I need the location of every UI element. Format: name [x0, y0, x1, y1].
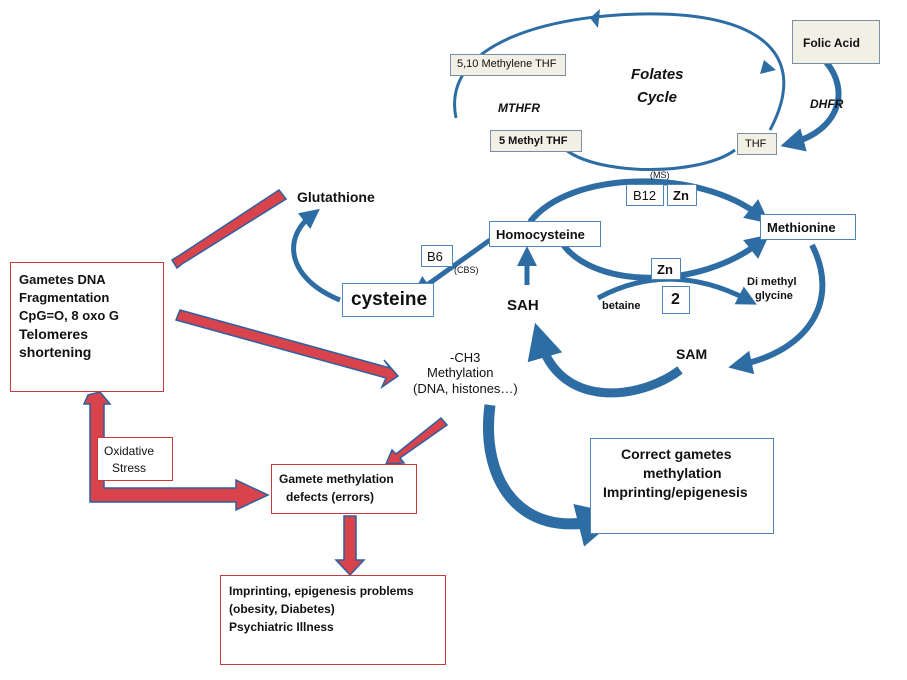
sah-label: SAH: [507, 297, 539, 314]
gametes-dna-line-1: Gametes DNA: [19, 272, 106, 287]
gametes-dna-line-2: Fragmentation: [19, 290, 110, 305]
methionine-to-sam-arrow: [728, 243, 826, 375]
dimethyl-glycine-label-1: Di methyl: [747, 276, 797, 288]
imprinting-line-1: Imprinting, epigenesis problems: [229, 584, 414, 598]
methyl-thf-box: 5 Methyl THF: [490, 130, 582, 152]
homocysteine-label: Homocysteine: [496, 227, 585, 242]
zn-top-label: Zn: [673, 188, 689, 203]
glutathione-label: Glutathione: [297, 189, 375, 205]
methylation-line-1: -CH3: [450, 350, 481, 365]
correct-gametes-line-3: Imprinting/epigenesis: [603, 484, 748, 500]
methylation-to-defects-red-arrow: [384, 416, 449, 465]
methylation-to-correct-gametes-arrow: [483, 404, 622, 547]
methionine-box: Methionine: [760, 214, 856, 240]
cysteine-to-glutathione-arrow: [291, 208, 341, 303]
methylation-line-2: Methylation: [427, 365, 494, 380]
methylene-thf-box: 5,10 Methylene THF: [450, 54, 566, 76]
dhfr-arrow: [780, 60, 842, 152]
imprinting-line-3: Psychiatric Illness: [229, 620, 334, 634]
sam-to-sah-arrow: [527, 322, 683, 398]
dimethyl-glycine-label-2: glycine: [755, 290, 793, 302]
methylation-line-3: (DNA, histones…): [413, 381, 518, 396]
glutathione-to-gametes-red-arrow: [170, 188, 288, 270]
gametes-dna-box: Gametes DNA Fragmentation CpG=O, 8 oxo G…: [10, 262, 164, 392]
methyl-thf-label: 5 Methyl THF: [499, 135, 568, 147]
imprinting-problems-box: Imprinting, epigenesis problems (obesity…: [220, 575, 446, 665]
thf-label: THF: [745, 138, 767, 150]
folates-cycle-arrowhead-top: [590, 9, 600, 28]
two-label: 2: [671, 291, 680, 308]
correct-gametes-line-2: methylation: [643, 465, 722, 481]
oxidative-stress-box: Oxidative Stress: [97, 437, 173, 481]
oxidative-stress-line-1: Oxidative: [104, 444, 155, 458]
zn-mid-label: Zn: [657, 262, 673, 277]
imprinting-line-2: (obesity, Diabetes): [229, 602, 335, 616]
gametes-dna-line-5: shortening: [19, 344, 92, 360]
b6-box: B6: [421, 245, 453, 267]
zn-top-box: Zn: [667, 184, 697, 206]
homocysteine-box: Homocysteine: [489, 221, 601, 247]
folates-cycle-title-1: Folates: [631, 66, 684, 83]
b6-arrow: [411, 237, 492, 296]
folates-cycle-lower-arc: [565, 148, 736, 171]
cysteine-label: cysteine: [351, 289, 428, 310]
mthfr-label: MTHFR: [498, 101, 540, 115]
methylene-thf-label: 5,10 Methylene THF: [457, 58, 557, 70]
cysteine-box: cysteine: [342, 283, 434, 317]
folates-cycle-title-2: Cycle: [637, 89, 678, 106]
gamete-defects-line-2: defects (errors): [286, 490, 375, 504]
b12-box: B12: [626, 184, 664, 206]
b12-label: B12: [633, 188, 657, 203]
sam-label: SAM: [676, 346, 708, 362]
gametes-dna-line-4: Telomeres: [19, 326, 88, 342]
folic-acid-box: Folic Acid: [792, 20, 880, 64]
ms-label: (MS): [650, 170, 670, 180]
gamete-defects-line-1: Gamete methylation: [279, 472, 394, 486]
dhfr-label: DHFR: [810, 97, 844, 111]
oxidative-stress-red-arrow: [82, 391, 270, 512]
correct-gametes-box: Correct gametes methylation Imprinting/e…: [590, 438, 774, 534]
methionine-label: Methionine: [767, 220, 836, 235]
oxidative-stress-line-2: Stress: [112, 461, 147, 475]
b6-label: B6: [427, 249, 443, 264]
ms-arrow-lower: [557, 234, 770, 281]
folic-acid-label: Folic Acid: [803, 36, 860, 50]
correct-gametes-line-1: Correct gametes: [621, 446, 732, 462]
folates-cycle-arrowhead-right: [760, 60, 776, 74]
betaine-label: betaine: [602, 300, 641, 312]
gametes-to-methylation-red-arrow: [174, 309, 400, 390]
gamete-defects-box: Gamete methylation defects (errors): [271, 464, 417, 514]
cbs-label: (CBS): [454, 265, 479, 275]
gametes-dna-line-3: CpG=O, 8 oxo G: [19, 308, 120, 323]
zn-mid-box: Zn: [651, 258, 681, 280]
defects-to-imprinting-red-arrow: [334, 515, 366, 577]
ms-arrow-methionine: [527, 178, 770, 224]
two-box: 2: [662, 286, 690, 314]
thf-box: THF: [737, 133, 777, 155]
